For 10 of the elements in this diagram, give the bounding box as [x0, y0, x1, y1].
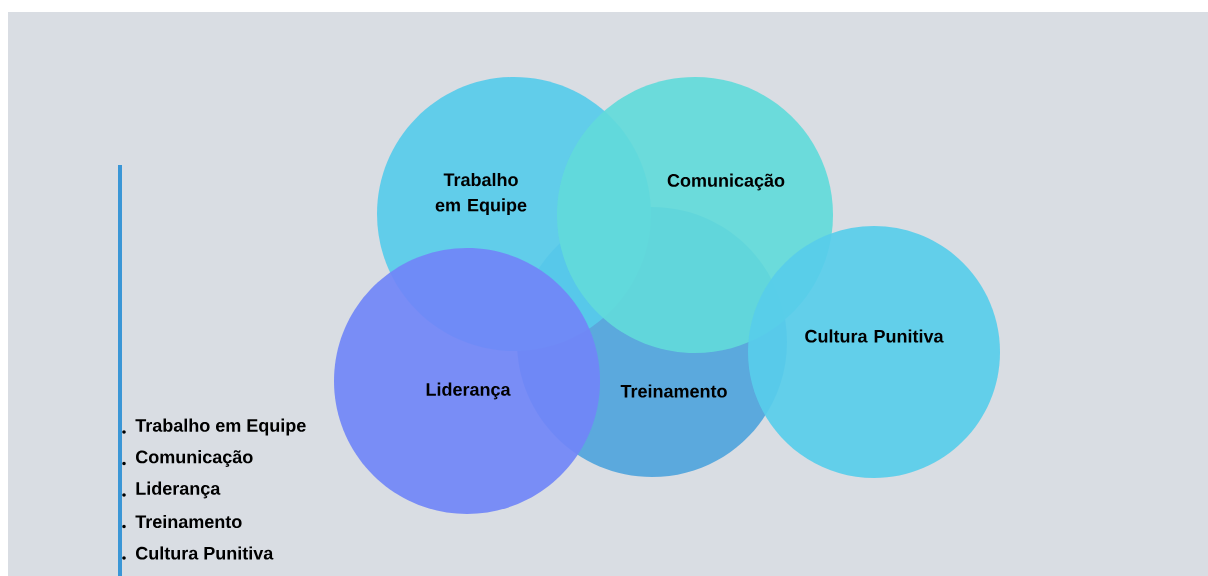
circle-label: Trabalho em Equipe: [435, 172, 527, 216]
circle-label: Cultura Punitiva: [805, 329, 944, 343]
list-item: Cultura Punitiva: [136, 546, 274, 560]
list-item: Trabalho em Equipe: [135, 418, 306, 436]
list-item: Comunicação: [136, 450, 253, 467]
list-item: Liderança: [136, 481, 221, 499]
list-item: Treinamento: [135, 514, 242, 529]
circle-label: Comunicação: [667, 173, 785, 191]
circle-label: Liderança: [426, 382, 511, 400]
circle-label: Treinamento: [620, 384, 727, 398]
